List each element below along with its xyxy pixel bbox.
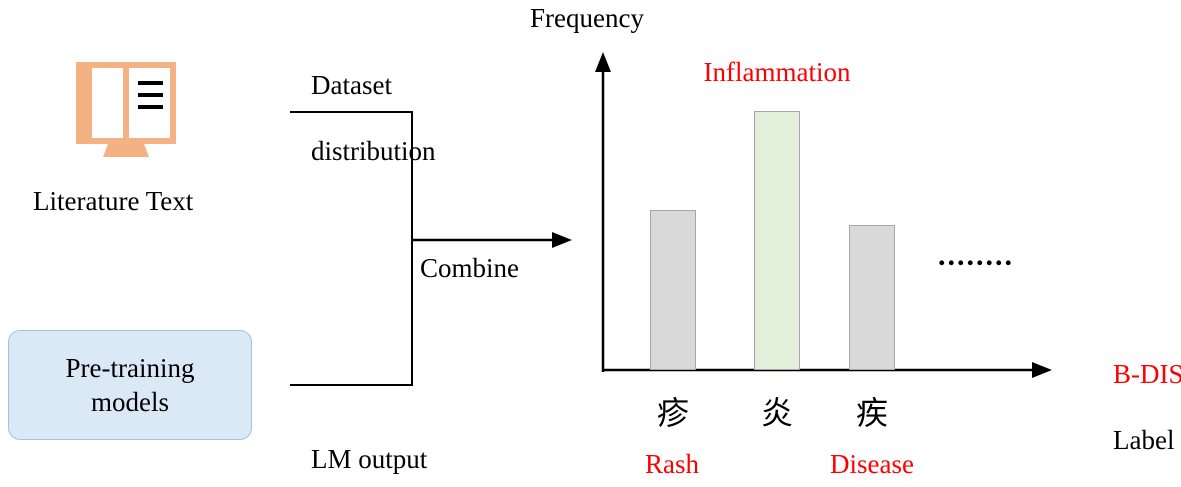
combine-label: Combine [420,253,519,283]
annotation-rash: Rash [645,449,699,479]
dataset-dist-line1: Dataset [311,70,392,100]
open-book-icon [76,62,176,157]
x-axis-arrowhead [1032,362,1052,378]
tick-label-disease-cjk: 疾 [855,395,888,431]
lm-output-line1: LM output [311,444,428,474]
bar-rash [650,210,696,370]
y-axis-arrowhead [595,52,611,72]
dataset-distribution-label: Dataset distribution [284,36,436,201]
dataset-dist-line2: distribution [311,136,436,166]
bar-disease [849,225,895,370]
y-axis-label-frequency: Frequency [530,3,644,33]
x-axis-label-bdis: B-DIS [1113,359,1181,389]
tick-label-rash-cjk: 疹 [656,395,689,431]
literature-text-label: Literature Text [33,186,194,216]
combine-arrowhead [552,232,572,248]
ellipsis-dots: ........ [938,239,1014,272]
pretraining-label-line2: models [91,387,169,417]
annotation-disease: Disease [830,449,914,479]
lm-output-distribution-label: LM output distribution [284,410,436,487]
x-axis-label: B-DIS Label [1086,325,1181,487]
tick-label-inflammation-cjk: 炎 [760,395,793,431]
pretraining-label-line1: Pre-training [65,353,195,383]
pretraining-models-box: Pre-training models [8,330,252,440]
annotation-inflammation: Inflammation [703,57,851,87]
bar-inflammation [754,111,800,370]
x-axis-label-label: Label [1113,425,1175,455]
